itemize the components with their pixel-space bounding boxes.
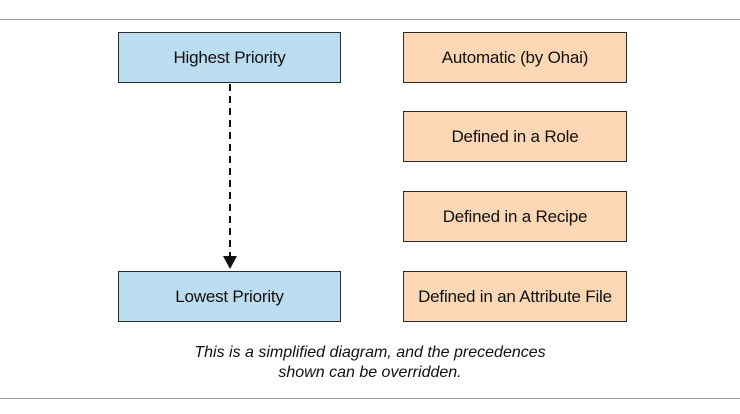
attribute-source-automatic: Automatic (by Ohai) xyxy=(403,32,627,83)
caption-line-2: shown can be overridden. xyxy=(278,364,462,381)
attribute-source-role: Defined in a Role xyxy=(403,111,627,162)
diagram-caption: This is a simplified diagram, and the pr… xyxy=(0,343,740,383)
priority-arrow xyxy=(223,84,237,269)
lowest-priority-box: Lowest Priority xyxy=(118,271,341,322)
highest-priority-box: Highest Priority xyxy=(118,32,341,83)
bottom-divider xyxy=(0,398,740,399)
top-divider xyxy=(0,19,740,20)
attribute-source-attribute-file: Defined in an Attribute File xyxy=(403,271,627,322)
caption-line-1: This is a simplified diagram, and the pr… xyxy=(194,344,546,361)
priority-arrow-head xyxy=(223,256,237,269)
attribute-source-recipe: Defined in a Recipe xyxy=(403,191,627,242)
